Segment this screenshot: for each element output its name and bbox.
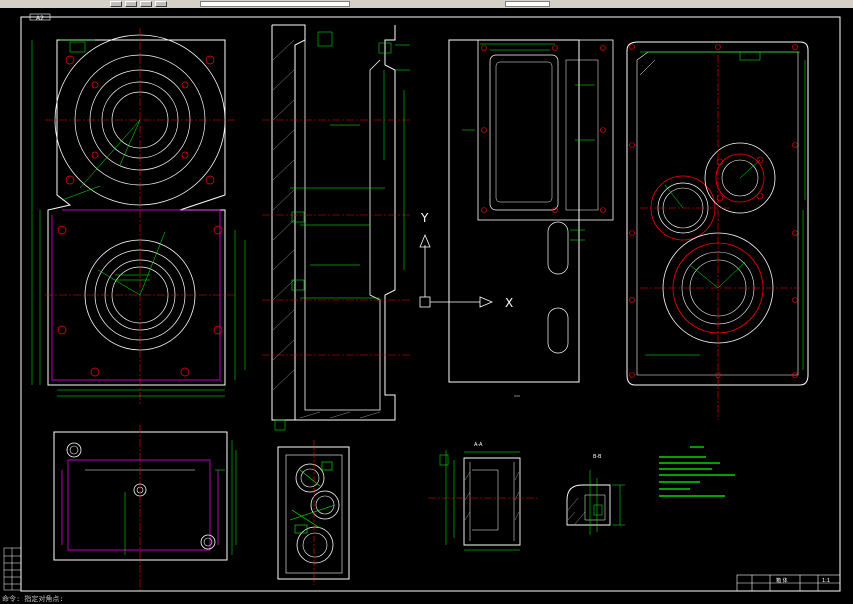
section-a-view: A-A: [428, 442, 540, 551]
plate-view: [448, 39, 614, 397]
section-b-label: B-B: [593, 454, 602, 460]
section-a-label: A-A: [474, 442, 483, 448]
top-view: [626, 41, 809, 420]
title-text: 箱 体: [776, 577, 788, 584]
revision-table: [3, 547, 22, 591]
linetype-dropdown[interactable]: [505, 1, 550, 7]
save-icon[interactable]: [140, 1, 152, 7]
layer-dropdown[interactable]: [200, 1, 350, 7]
section-b-view: B-B: [566, 454, 625, 535]
front-view: [31, 28, 246, 405]
drawing-canvas[interactable]: A2: [0, 8, 853, 598]
axis-x-label: X: [505, 296, 513, 310]
ucs-icon: [419, 233, 494, 308]
sheet-border: [20, 16, 841, 592]
command-line[interactable]: 命令: 指定对角点:: [0, 595, 853, 603]
sheet-corner-box: [29, 13, 51, 21]
open-icon[interactable]: [125, 1, 137, 7]
new-icon[interactable]: [110, 1, 122, 7]
section-view: [262, 24, 410, 431]
title-block: [736, 574, 841, 592]
sheet-label: A2: [36, 15, 44, 22]
print-icon[interactable]: [155, 1, 167, 7]
bottom-view: [53, 425, 237, 590]
axis-y-label: Y: [420, 211, 429, 225]
gear-section-view: [277, 440, 350, 585]
notes-block: [659, 446, 735, 497]
scale-text: 1:1: [822, 578, 830, 584]
command-line-text: 命令: 指定对角点:: [2, 595, 64, 603]
